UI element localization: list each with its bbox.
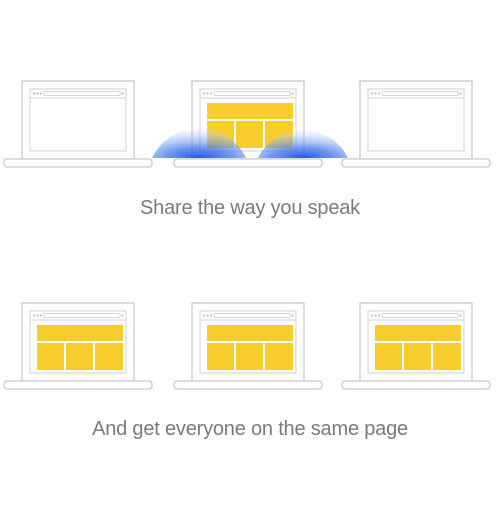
shared-page-icon: [207, 325, 293, 370]
laptop-icon: [341, 80, 491, 168]
laptop-icon: [341, 302, 491, 390]
caption-share-the-way-you-speak: Share the way you speak: [140, 197, 360, 219]
sound-wave-icon: [152, 128, 246, 158]
browser-window-icon: [367, 88, 465, 152]
laptop-icon: [152, 80, 348, 168]
caption-same-page: And get everyone on the same page: [92, 418, 408, 440]
laptop-icon: [173, 302, 323, 390]
sound-wave-icon: [258, 129, 348, 158]
laptop-icon: [3, 302, 153, 390]
laptop-icon: [3, 80, 153, 168]
browser-window-icon: [29, 88, 127, 152]
shared-page-icon: [37, 325, 123, 370]
shared-page-icon: [375, 325, 461, 370]
